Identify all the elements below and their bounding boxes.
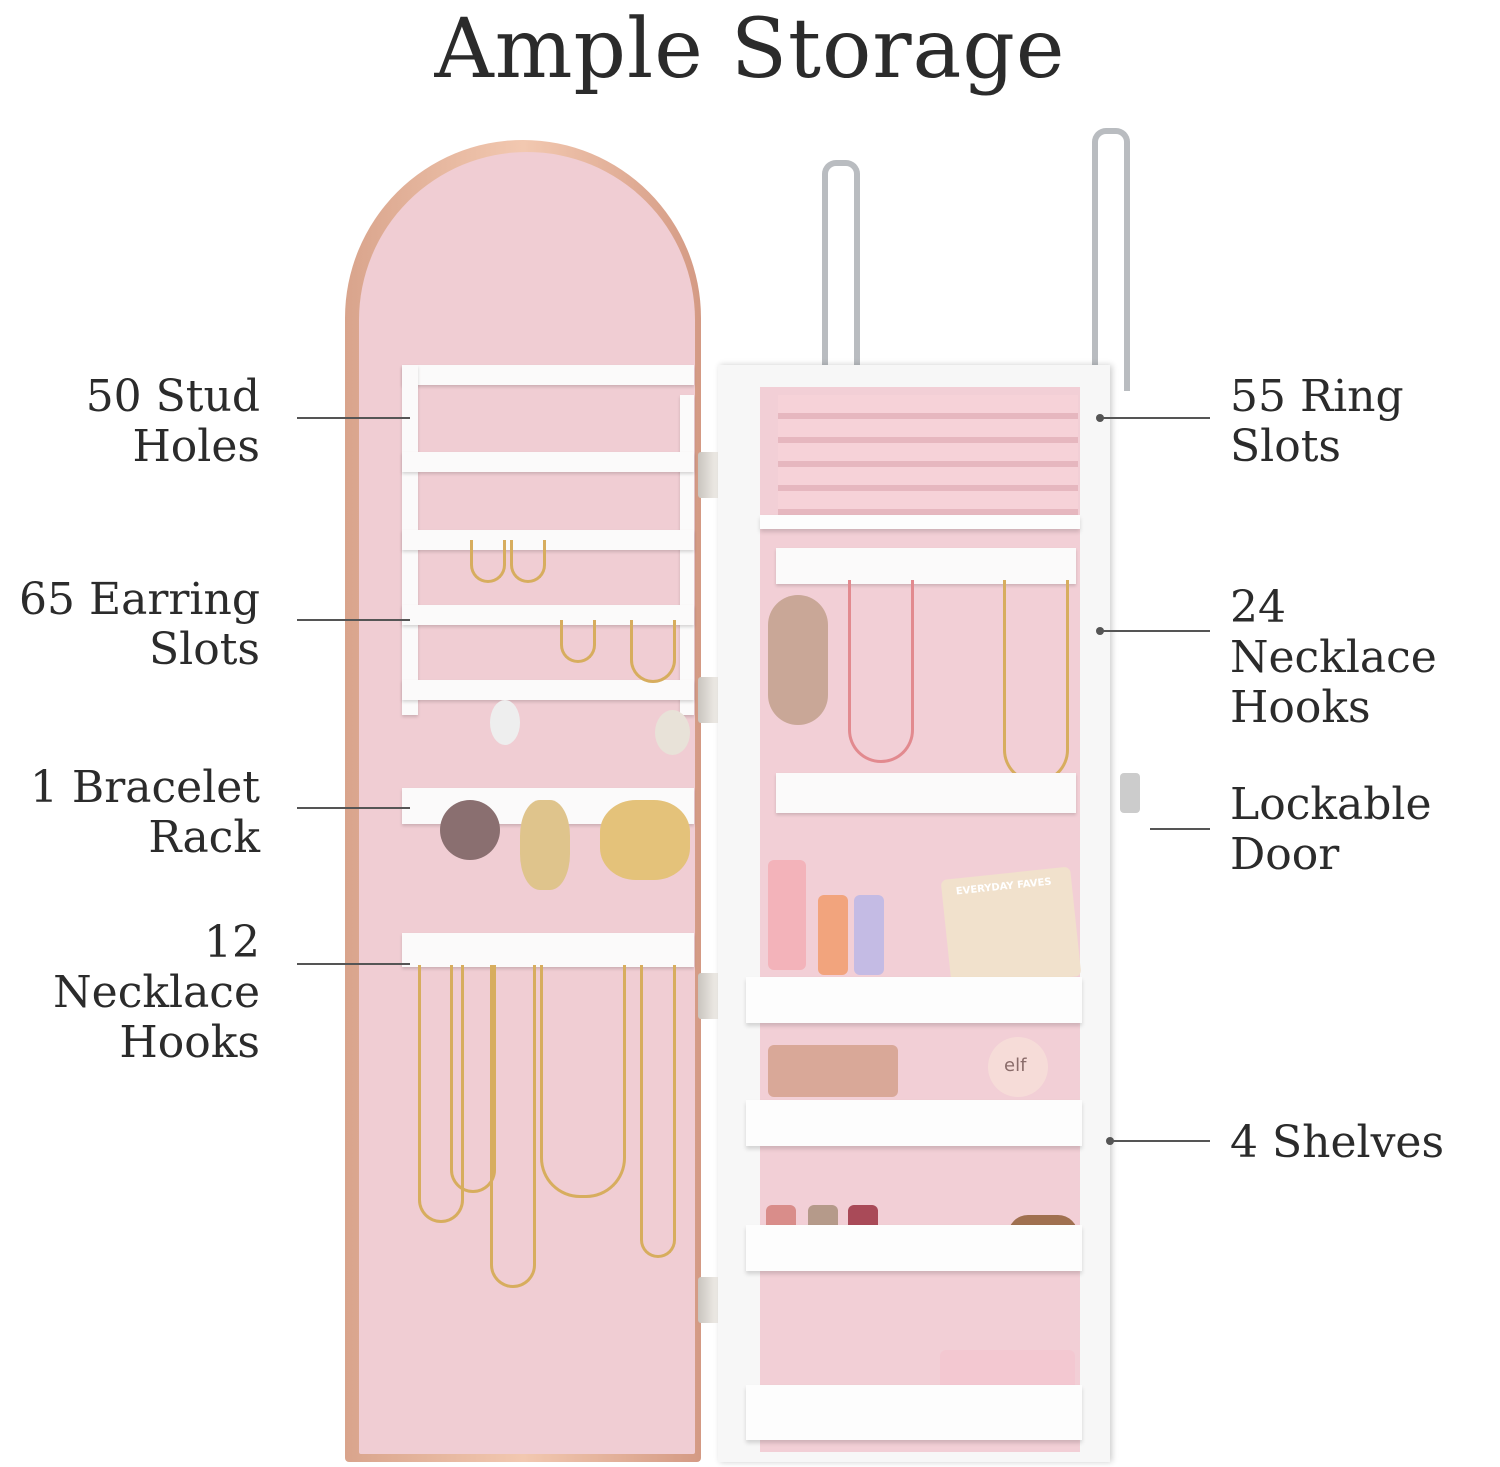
label-shelves: 4 Shelves — [1230, 1117, 1445, 1168]
over-door-hook — [1092, 128, 1130, 391]
product-box: EVERYDAY FAVES — [940, 866, 1082, 990]
compact: elf — [988, 1037, 1048, 1097]
sunglasses — [768, 595, 828, 725]
over-door-hook — [822, 160, 860, 391]
door-lock[interactable] — [1120, 773, 1140, 813]
page-title: Ample Storage — [434, 2, 1066, 97]
ring-slots — [778, 395, 1078, 515]
eyeshadow-palette — [768, 1045, 898, 1097]
bottle — [768, 860, 806, 970]
cabinet-body: EVERYDAY FAVES elf — [718, 365, 1140, 1462]
